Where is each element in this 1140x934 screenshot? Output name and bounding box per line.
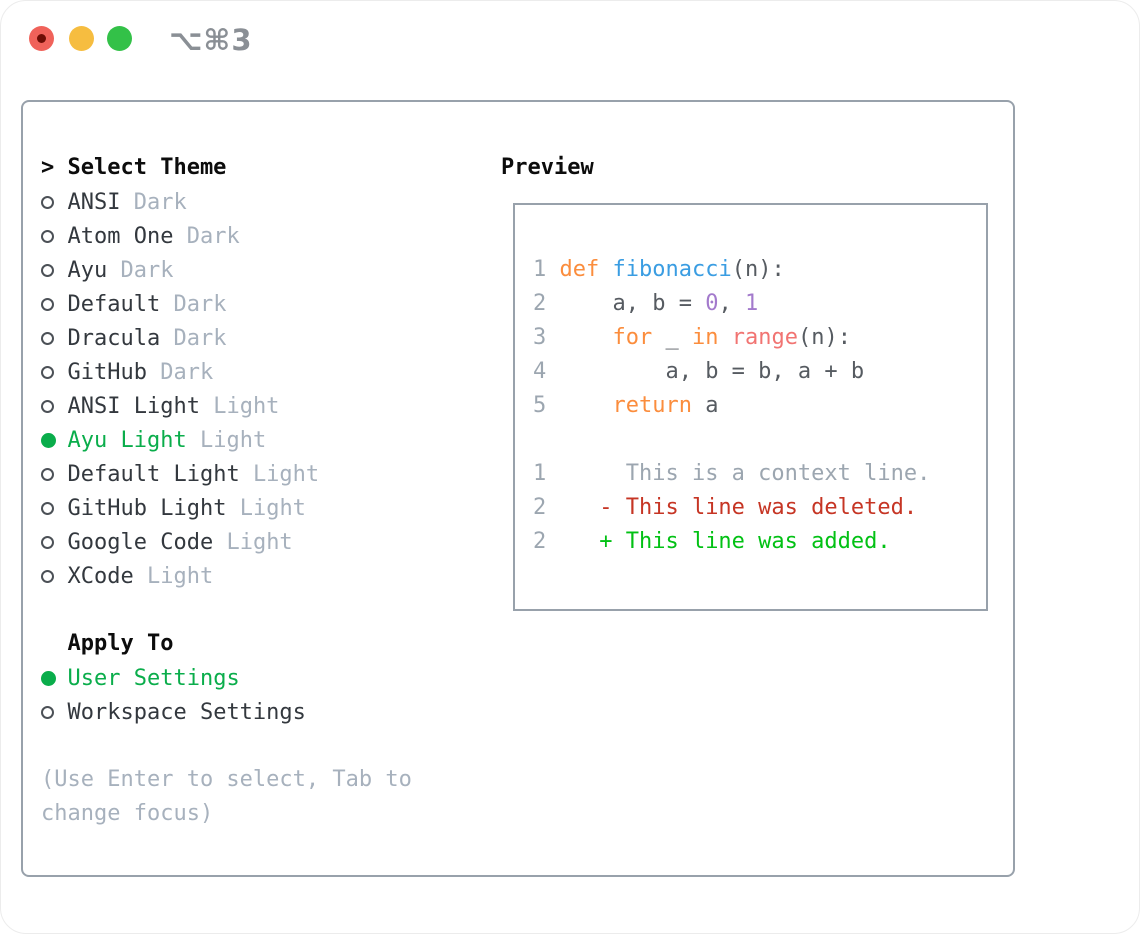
theme-name: Default Light xyxy=(67,461,240,487)
theme-variant-badge: Light xyxy=(226,529,293,555)
code-line-1: 1 def fibonacci(n): xyxy=(533,257,785,282)
theme-option-default-light[interactable]: Default Light Light xyxy=(41,457,438,491)
theme-name: Google Code xyxy=(67,529,214,555)
theme-name: Default xyxy=(67,291,161,317)
radio-unselected-icon xyxy=(41,569,68,583)
theme-name: Dracula xyxy=(67,325,161,351)
theme-variant-badge: Light xyxy=(199,427,267,453)
diff-preview: 1 This is a context line. 2 - This line … xyxy=(533,457,986,559)
apply-option-label: Workspace Settings xyxy=(67,699,306,725)
radio-selected-icon xyxy=(41,432,68,448)
theme-list-column: > Select Theme ANSI Dark Atom One Dark A… xyxy=(41,151,438,831)
preview-title: Preview xyxy=(501,155,594,180)
apply-option-user-settings[interactable]: User Settings xyxy=(41,661,438,695)
theme-option-atom-one-dark[interactable]: Atom One Dark xyxy=(41,219,438,253)
close-button[interactable] xyxy=(29,26,54,51)
theme-name: GitHub xyxy=(67,359,147,385)
theme-option-default-dark[interactable]: Default Dark xyxy=(41,287,438,321)
apply-to-title: Apply To xyxy=(67,631,174,656)
theme-option-dracula-dark[interactable]: Dracula Dark xyxy=(41,321,438,355)
radio-unselected-icon xyxy=(41,535,68,549)
theme-option-google-code-light[interactable]: Google Code Light xyxy=(41,525,438,559)
radio-unselected-icon xyxy=(41,195,68,209)
preview-code-box: 1 def fibonacci(n): 2 a, b = 0, 1 3 for … xyxy=(513,203,988,611)
theme-name: Ayu xyxy=(67,257,108,283)
theme-option-ayu-dark[interactable]: Ayu Dark xyxy=(41,253,438,287)
theme-option-ansi-light[interactable]: ANSI Light Light xyxy=(41,389,438,423)
radio-unselected-icon xyxy=(41,399,68,413)
code-line-3: 3 for _ in range(n): xyxy=(533,325,851,350)
radio-unselected-icon xyxy=(41,263,68,277)
theme-name: ANSI xyxy=(67,189,121,215)
theme-selector-panel: > Select Theme ANSI Dark Atom One Dark A… xyxy=(21,100,1015,877)
theme-variant-badge: Dark xyxy=(120,257,174,283)
theme-option-github-dark[interactable]: GitHub Dark xyxy=(41,355,438,389)
theme-option-xcode-light[interactable]: XCode Light xyxy=(41,559,438,593)
theme-name: XCode xyxy=(67,563,134,589)
radio-unselected-icon xyxy=(41,467,68,481)
theme-option-github-light[interactable]: GitHub Light Light xyxy=(41,491,438,525)
zoom-button[interactable] xyxy=(107,26,132,51)
theme-variant-badge: Light xyxy=(252,461,320,487)
theme-variant-badge: Dark xyxy=(186,223,240,249)
select-theme-title: > Select Theme xyxy=(41,155,227,180)
window-titlebar: ⌥⌘3 xyxy=(1,1,1139,76)
radio-unselected-icon xyxy=(41,365,68,379)
code-line-4: 4 a, b = b, a + b xyxy=(533,359,865,384)
theme-variant-badge: Dark xyxy=(160,359,214,385)
minimize-button[interactable] xyxy=(69,26,94,51)
theme-name: ANSI Light xyxy=(67,393,200,419)
theme-variant-badge: Light xyxy=(213,393,280,419)
close-dot-icon xyxy=(37,34,46,43)
theme-option-ansi-dark[interactable]: ANSI Dark xyxy=(41,185,438,219)
theme-option-ayu-light-selected[interactable]: Ayu Light Light xyxy=(41,423,438,457)
code-line-2: 2 a, b = 0, 1 xyxy=(533,291,759,316)
diff-context-line: 1 This is a context line. xyxy=(533,461,931,486)
radio-unselected-icon xyxy=(41,705,68,719)
radio-unselected-icon xyxy=(41,229,68,243)
radio-selected-icon xyxy=(41,670,68,686)
theme-variant-badge: Dark xyxy=(173,325,227,351)
theme-variant-badge: Dark xyxy=(173,291,227,317)
radio-unselected-icon xyxy=(41,297,68,311)
theme-variant-badge: Light xyxy=(239,495,306,521)
window-hotkey-label: ⌥⌘3 xyxy=(169,23,253,57)
diff-added-line: 2 + This line was added. xyxy=(533,529,891,554)
theme-name: Atom One xyxy=(67,223,174,249)
theme-variant-badge: Dark xyxy=(133,189,187,215)
theme-name: GitHub Light xyxy=(67,495,227,521)
apply-option-label: User Settings xyxy=(67,665,240,691)
radio-unselected-icon xyxy=(41,501,68,515)
radio-unselected-icon xyxy=(41,331,68,345)
keyboard-hint-text: (Use Enter to select, Tab to change focu… xyxy=(41,767,412,826)
theme-name: Ayu Light xyxy=(67,427,187,453)
apply-option-workspace-settings[interactable]: Workspace Settings xyxy=(41,695,438,729)
diff-deleted-line: 2 - This line was deleted. xyxy=(533,495,918,520)
theme-variant-badge: Light xyxy=(146,563,214,589)
code-line-5: 5 return a xyxy=(533,393,719,418)
